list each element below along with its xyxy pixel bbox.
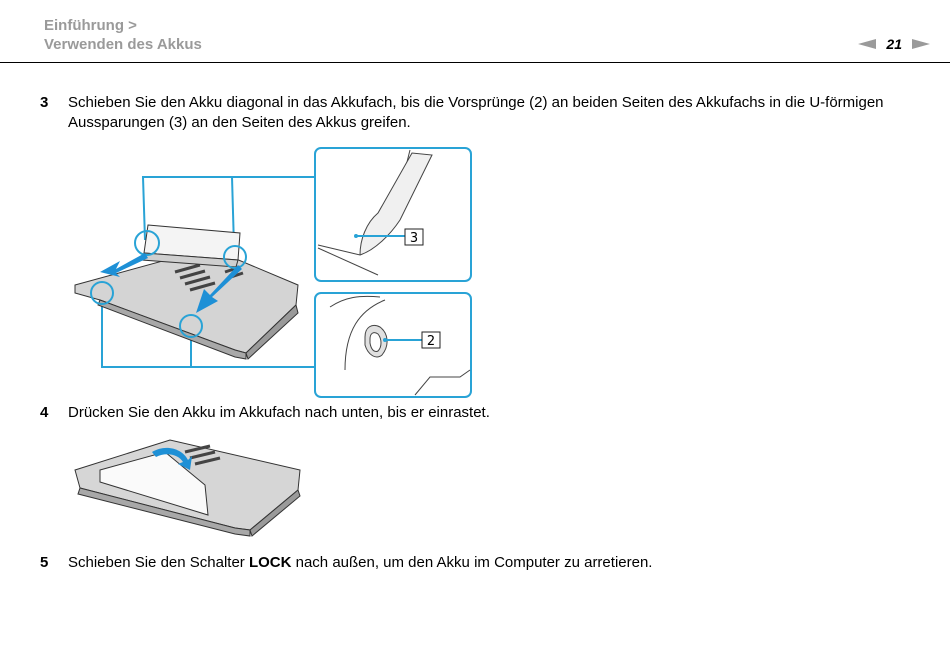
breadcrumb-current: Verwenden des Akkus [44,36,202,53]
breadcrumb: Einführung > Verwenden des Akkus [44,16,202,54]
step-number: 4 [40,404,49,421]
step-text: Schieben Sie den Schalter LOCK nach auße… [68,553,652,573]
battery-press-illustration [60,430,310,545]
next-page-arrow-icon[interactable] [912,39,930,49]
callout-label-bottom: 2 [427,334,435,349]
lock-switch-label: LOCK [248,554,292,571]
breadcrumb-parent[interactable]: Einführung > [44,17,137,34]
step-text: Schieben Sie den Akku diagonal in das Ak… [68,94,884,131]
step-number: 3 [40,94,49,111]
battery-insert-illustration: 3 2 [60,145,475,400]
header-divider [0,62,950,63]
page-navigation: 21 [858,36,930,52]
step-text-after: nach außen, um den Akku im Computer zu a… [291,554,653,571]
step-number: 5 [40,554,49,571]
step-text-before: Schieben Sie den Schalter [68,554,249,571]
page-number: 21 [886,36,902,52]
callout-label-top: 3 [410,231,418,246]
step-text: Drücken Sie den Akku im Akkufach nach un… [68,404,490,421]
previous-page-arrow-icon[interactable] [858,39,877,49]
